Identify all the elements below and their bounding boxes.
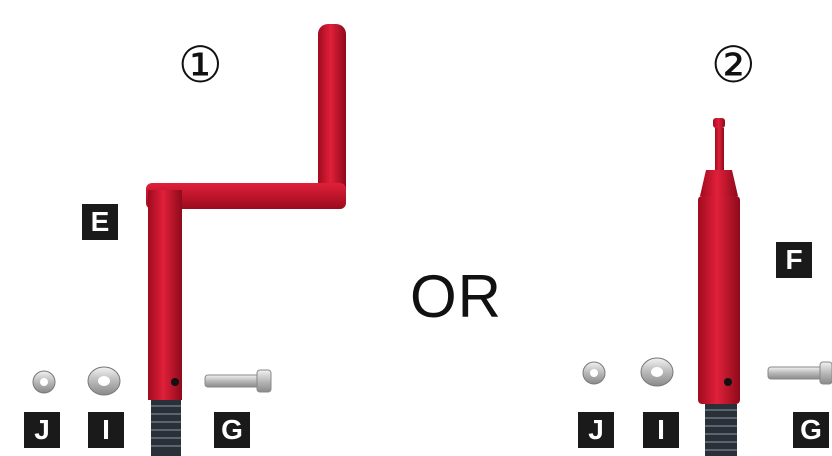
option-2-number: ② bbox=[711, 40, 756, 90]
label-g-right: G bbox=[793, 412, 829, 448]
option-1-number: ① bbox=[178, 40, 223, 90]
label-g-left: G bbox=[214, 412, 250, 448]
part-label-f: F bbox=[776, 242, 812, 278]
bolt-g-left bbox=[205, 370, 271, 392]
nut-j-right bbox=[583, 362, 605, 384]
label-i-left: I bbox=[88, 412, 124, 448]
washer-i-right bbox=[641, 358, 673, 386]
label-j-right: J bbox=[578, 412, 614, 448]
label-i-right: I bbox=[643, 412, 679, 448]
nut-j-left bbox=[33, 371, 55, 393]
bolt-g-right bbox=[768, 362, 832, 384]
handle-f bbox=[698, 118, 740, 456]
crank-handle-e bbox=[146, 24, 346, 456]
or-separator: OR bbox=[410, 262, 502, 331]
part-label-e: E bbox=[82, 204, 118, 240]
washer-i-left bbox=[88, 367, 120, 395]
label-j-left: J bbox=[24, 412, 60, 448]
